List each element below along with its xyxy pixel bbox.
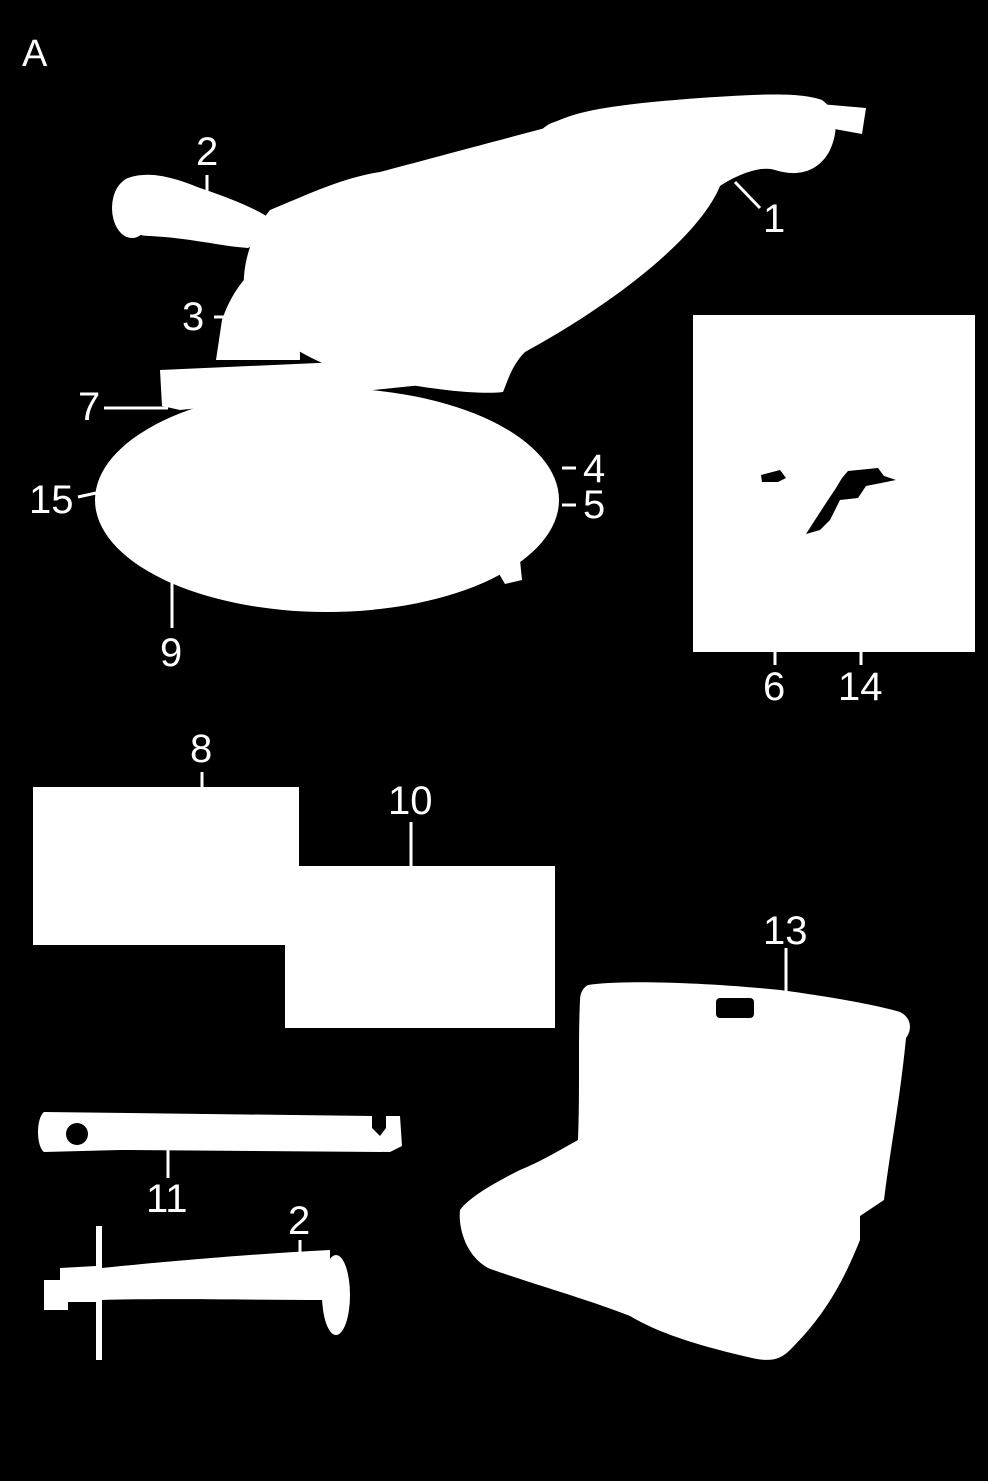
callout-9: 9 xyxy=(160,631,182,675)
callout-3: 3 xyxy=(182,295,204,339)
callout-4: 4 xyxy=(583,447,605,491)
callout-7: 7 xyxy=(78,385,100,429)
part-10 xyxy=(285,866,555,1028)
callout-labels: 1 2 3 7 4 15 5 9 6 14 8 10 13 11 2 xyxy=(29,130,883,1243)
callout-5: 5 xyxy=(583,483,605,527)
callout-6: 6 xyxy=(763,665,785,709)
callout-11: 11 xyxy=(146,1177,188,1221)
part-8 xyxy=(33,787,299,945)
figure-label: A xyxy=(22,33,48,75)
callout-2-handle: 2 xyxy=(288,1199,310,1243)
callout-14: 14 xyxy=(838,665,883,709)
callout-15: 15 xyxy=(29,478,74,522)
callout-1: 1 xyxy=(763,197,785,241)
spanner-wrench xyxy=(38,1112,402,1178)
callout-13: 13 xyxy=(763,909,808,953)
callout-2-machine: 2 xyxy=(196,130,218,174)
leader-lines-main xyxy=(77,175,762,628)
polisher-illustration xyxy=(95,94,866,612)
accessory-pads xyxy=(33,772,555,1028)
carrying-case xyxy=(459,948,910,1360)
inset-parts-6-14 xyxy=(693,315,975,665)
side-handle-loose xyxy=(44,1226,350,1360)
callout-10: 10 xyxy=(388,779,433,823)
callout-8: 8 xyxy=(190,727,212,771)
